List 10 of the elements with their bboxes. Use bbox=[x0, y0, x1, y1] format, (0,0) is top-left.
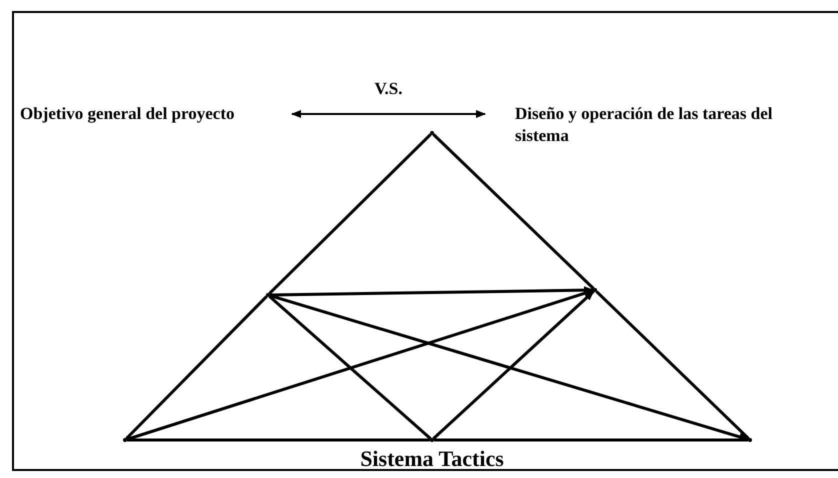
concept-text: Diseño y operación de las tareas del sistema bbox=[515, 103, 805, 147]
concept-text: Objetivo general del proyecto bbox=[20, 103, 288, 125]
vertex-point bbox=[266, 293, 270, 297]
vertex-point bbox=[430, 131, 434, 135]
vertex-point bbox=[430, 438, 434, 442]
vertex-point bbox=[123, 438, 127, 442]
diagram-caption: Sistema Tactics bbox=[359, 446, 505, 472]
edge-label: V.S. bbox=[373, 78, 404, 100]
vertex-point bbox=[748, 438, 752, 442]
vertex-point bbox=[593, 288, 597, 292]
